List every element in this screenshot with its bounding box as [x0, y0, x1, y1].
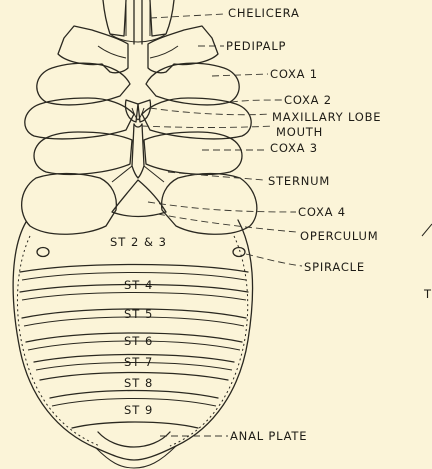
label-spiracle: SPIRACLE [304, 260, 365, 274]
label-coxa-2: COXA 2 [284, 93, 332, 107]
segment-label-st8: ST 8 [124, 376, 153, 390]
anal-plate [98, 432, 170, 447]
label-mouth: MOUTH [276, 125, 323, 139]
pedipalp [58, 26, 218, 73]
segment-label-st9: ST 9 [124, 403, 153, 417]
label-chelicera: CHELICERA [228, 6, 300, 20]
segment-label-st2-3: ST 2 & 3 [110, 235, 167, 249]
segment-label-st4: ST 4 [124, 278, 153, 292]
segment-label-st7: ST 7 [124, 355, 153, 369]
label-maxillary-lobe: MAXILLARY LOBE [272, 110, 381, 124]
label-edge-letter: T [423, 287, 432, 301]
label-coxa-3: COXA 3 [270, 141, 318, 155]
coxa-4 [22, 174, 257, 235]
sternum [112, 124, 164, 182]
label-sternum: STERNUM [268, 174, 330, 188]
label-operculum: OPERCULUM [300, 229, 379, 243]
segment-label-st5: ST 5 [124, 307, 153, 321]
edge-stroke [422, 224, 432, 236]
operculum [112, 180, 166, 217]
label-pedipalp: PEDIPALP [226, 39, 286, 53]
label-coxa-4: COXA 4 [298, 205, 346, 219]
segment-label-st6: ST 6 [124, 334, 153, 348]
maxillary-lobe [125, 100, 150, 122]
label-anal-plate: ANAL PLATE [230, 429, 307, 443]
mouth [134, 124, 142, 127]
label-coxa-1: COXA 1 [270, 67, 318, 81]
